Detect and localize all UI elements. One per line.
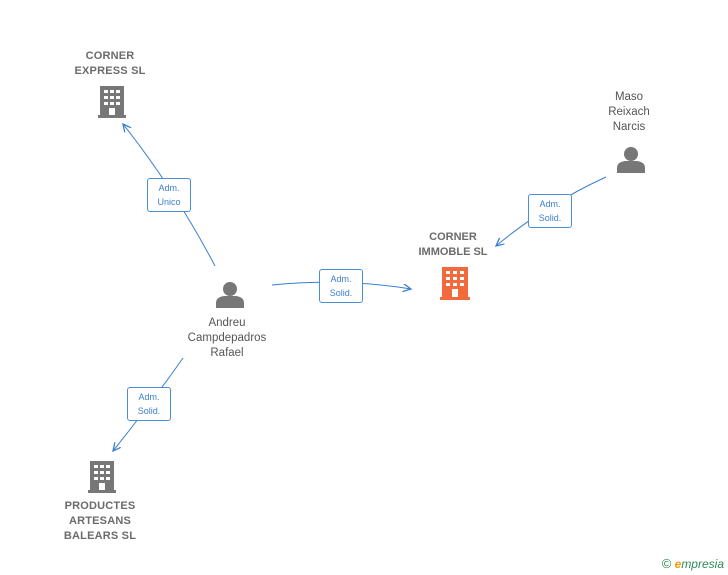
- node-label-corner-express[interactable]: CORNER EXPRESS SL: [60, 49, 160, 79]
- badge-line: Adm.: [539, 199, 561, 209]
- badge-line: Adm.: [330, 274, 352, 284]
- badge-line: Adm.: [158, 183, 180, 193]
- node-label-corner-immoble[interactable]: CORNER IMMOBLE SL: [398, 230, 508, 260]
- brand-name: mpresia: [681, 557, 724, 571]
- label-line: Narcis: [612, 121, 646, 133]
- relation-badge-adm-solid[interactable]: Adm. Solid.: [127, 387, 171, 421]
- label-line: Campdepadros: [187, 332, 267, 344]
- label-line: IMMOBLE SL: [418, 246, 488, 258]
- relation-badge-adm-solid[interactable]: Adm. Solid.: [528, 194, 572, 228]
- label-line: Andreu: [208, 317, 246, 329]
- badge-line: Solid.: [538, 213, 562, 223]
- copyright-symbol: ©: [661, 556, 672, 571]
- label-line: Rafael: [210, 347, 244, 359]
- building-icon[interactable]: [98, 86, 126, 118]
- relation-badge-adm-unico[interactable]: Adm. Unico: [147, 178, 191, 212]
- person-icon[interactable]: [216, 282, 244, 308]
- label-line: Maso: [614, 91, 644, 103]
- label-line: BALEARS SL: [63, 530, 137, 542]
- label-line: EXPRESS SL: [74, 65, 146, 77]
- person-icon[interactable]: [617, 147, 645, 173]
- building-icon[interactable]: [440, 267, 470, 300]
- badge-line: Solid.: [329, 288, 353, 298]
- relation-badge-adm-solid[interactable]: Adm. Solid.: [319, 269, 363, 303]
- brand-footer: © empresia: [662, 556, 724, 571]
- label-line: Reixach: [608, 106, 650, 118]
- brand-initial: e: [674, 557, 682, 571]
- label-line: CORNER: [85, 50, 135, 62]
- building-icon[interactable]: [88, 461, 116, 493]
- node-label-productes[interactable]: PRODUCTES ARTESANS BALEARS SL: [45, 499, 155, 544]
- label-line: CORNER: [429, 231, 477, 243]
- badge-line: Unico: [157, 197, 181, 207]
- node-label-maso[interactable]: Maso Reixach Narcis: [589, 90, 669, 135]
- label-line: ARTESANS: [68, 515, 132, 527]
- badge-line: Adm.: [138, 392, 160, 402]
- node-label-andreu[interactable]: Andreu Campdepadros Rafael: [172, 316, 282, 361]
- label-line: PRODUCTES: [64, 500, 136, 512]
- badge-line: Solid.: [137, 406, 161, 416]
